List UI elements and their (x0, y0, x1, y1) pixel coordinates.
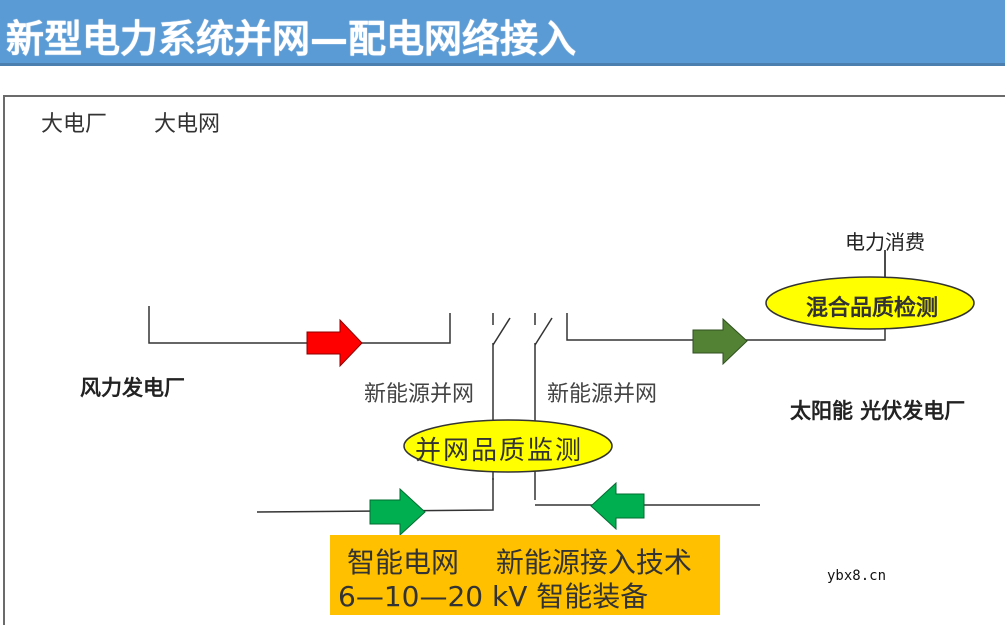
page-title: 新型电力系统并网—配电网络接入 (6, 17, 577, 61)
bottom-left-line (256, 478, 494, 513)
label-solar-plant: 太阳能 光伏发电厂 (790, 399, 966, 423)
label-power-grid: 大电网 (154, 112, 221, 137)
label-grid-connect-left: 新能源并网 (364, 382, 475, 407)
diagram-lines (148, 250, 975, 537)
label-grid-quality-monitoring: 并网品质监测 (415, 436, 584, 466)
watermark: ybx8.cn (827, 568, 887, 584)
label-wind-plant: 风力发电厂 (80, 376, 185, 400)
grid-quality-ellipse (403, 419, 613, 473)
info-line-1: 智能电网 新能源接入技术 (347, 546, 692, 579)
info-box: 智能电网 新能源接入技术 6—10—20 kV 智能装备 (330, 535, 720, 615)
diagram-frame (3, 95, 1005, 625)
arrow-green-right-icon (369, 487, 426, 537)
label-mixed-quality-detection: 混合品质检测 (806, 296, 939, 321)
wind-line (148, 306, 451, 344)
label-power-consumption: 电力消费 (845, 230, 925, 254)
arrow-dark-green-icon (692, 317, 748, 366)
title-bar: 新型电力系统并网—配电网络接入 (0, 0, 1005, 66)
mixed-quality-ellipse (765, 276, 975, 330)
switch-right (534, 317, 553, 346)
switch-left (492, 317, 511, 346)
arrow-green-left-icon (590, 481, 645, 531)
label-power-plant: 大电厂 (41, 112, 108, 137)
info-line-2: 6—10—20 kV 智能装备 (338, 580, 649, 613)
arrow-red-icon (306, 318, 363, 368)
label-grid-connect-right: 新能源并网 (547, 382, 658, 407)
